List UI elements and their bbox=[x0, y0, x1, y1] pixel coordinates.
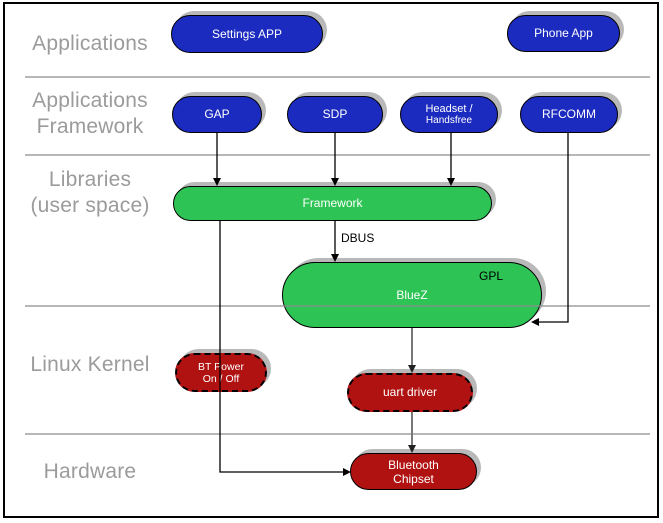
node-bluetooth-chipset: Bluetooth Chipset bbox=[350, 453, 477, 490]
dbus-annotation: DBUS bbox=[341, 231, 375, 245]
node-label: BlueZ bbox=[396, 287, 428, 302]
node-uart-driver: uart driver bbox=[347, 373, 473, 412]
layer-label-libraries: Libraries (user space) bbox=[5, 167, 175, 219]
layer-label-text: Framework bbox=[36, 115, 144, 138]
diagram-border bbox=[3, 2, 659, 518]
layer-label-text: Applications bbox=[32, 89, 148, 112]
layer-label-text: Libraries bbox=[48, 168, 132, 191]
layer-label-text: (user space) bbox=[30, 194, 150, 217]
node-settings-app: Settings APP bbox=[171, 15, 323, 53]
node-bt-power: BT Power On / Off bbox=[175, 353, 267, 392]
layer-label-applications-framework: Applications Framework bbox=[5, 88, 175, 140]
node-label: Handsfree bbox=[425, 114, 473, 126]
node-label: Headset / bbox=[425, 102, 473, 115]
node-label: Phone App bbox=[534, 26, 593, 40]
node-label: On / Off bbox=[202, 372, 240, 385]
gpl-badge: GPL bbox=[478, 269, 503, 283]
node-label: GAP bbox=[204, 107, 230, 121]
layer-label-applications: Applications bbox=[5, 31, 175, 57]
node-gap: GAP bbox=[172, 96, 262, 133]
node-rfcomm: RFCOMM bbox=[520, 96, 618, 133]
layer-label-text: Applications bbox=[32, 32, 148, 55]
node-label: Bluetooth bbox=[388, 457, 439, 472]
layer-label-text: Hardware bbox=[43, 460, 137, 483]
node-label: BT Power bbox=[198, 360, 244, 373]
node-label: Chipset bbox=[393, 471, 434, 486]
node-framework: Framework bbox=[173, 186, 492, 221]
node-label: uart driver bbox=[382, 385, 438, 399]
layer-label-hardware: Hardware bbox=[5, 459, 175, 485]
layer-label-linux-kernel: Linux Kernel bbox=[5, 352, 175, 378]
node-label: SDP bbox=[322, 107, 348, 121]
layer-label-text: Linux Kernel bbox=[30, 353, 150, 376]
node-sdp: SDP bbox=[287, 96, 383, 133]
node-headset-handsfree: Headset / Handsfree bbox=[400, 96, 498, 133]
node-label: Settings APP bbox=[211, 26, 283, 41]
node-label: RFCOMM bbox=[542, 107, 596, 121]
node-phone-app: Phone App bbox=[507, 15, 620, 52]
node-bluez: BlueZ GPL bbox=[282, 262, 542, 328]
node-label: Framework bbox=[302, 196, 363, 210]
